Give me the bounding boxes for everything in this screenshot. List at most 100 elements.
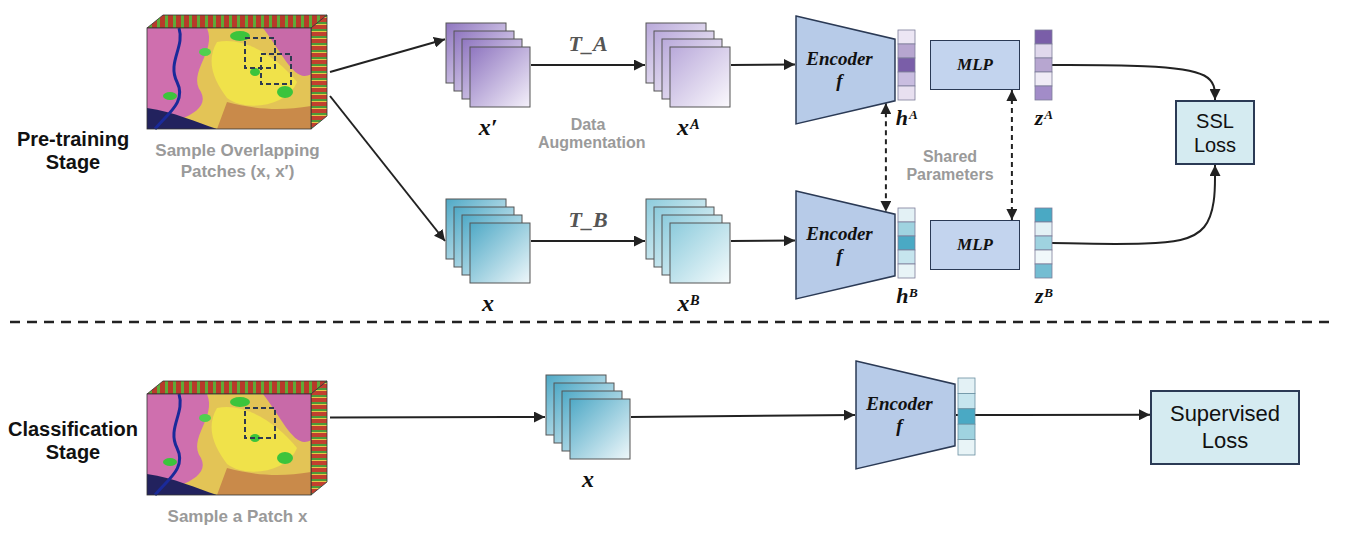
transform-label: T_B [568,207,607,233]
patch-stack-shape [445,198,531,284]
image-caption: Sample a Patch x [138,506,338,527]
vector-cell [898,72,915,86]
process-box: SSL Loss [1175,100,1255,165]
vector-label: hᴬ [896,105,917,131]
transform-label: T_A [568,31,607,57]
encoder-trapezoid-shape [855,360,956,470]
vector-cell [898,208,915,222]
hyperspectral-image [147,15,327,129]
annotation: Data Augmentation [538,116,638,152]
flow-arrow [330,39,445,72]
encoder-trapezoid: Encoder f [855,360,956,470]
process-box: Supervised Loss [1150,390,1300,465]
feature-vector-shape [898,208,915,278]
vector-cell [1035,86,1052,100]
feature-vector: hᴮ [898,208,915,278]
encoder-trapezoid-shape [795,15,896,125]
vector-label: zᴮ [1035,283,1052,309]
stage-title: Classification Stage [4,418,142,464]
patch-window [245,408,275,438]
vector-cell [898,44,915,58]
flow-arrow [731,240,795,242]
feature-vector: zᴬ [1035,30,1052,100]
box-label: Supervised Loss [1170,401,1280,454]
encoder-trapezoid [856,361,955,469]
patch-slice [570,399,630,459]
patch-label: x [582,466,594,493]
flow-arrow [531,240,645,242]
patch-slice [470,47,530,107]
feature-vector: hᴬ [898,30,915,100]
shared-parameter-link [1011,90,1013,220]
image-cube: Sample Overlapping Patches (x, x′) [145,12,330,132]
box-label: SSL Loss [1194,109,1236,157]
vector-cell [898,250,915,264]
feature-vector-shape [1035,208,1052,278]
patch-stack-shape [645,22,731,108]
patch-stack: x [445,198,531,284]
vector-cell [1035,30,1052,44]
vector-label: zᴬ [1035,105,1053,131]
process-box: MLP [930,220,1020,270]
flow-arrow [631,415,855,417]
patch-label: xᴬ [677,114,699,141]
vector-cell [1035,72,1052,86]
vector-cell [1035,208,1052,222]
encoder-trapezoid-shape [795,190,896,300]
patch-label: x [482,290,494,317]
encoder-label: Encoder f [806,48,873,92]
stage-title: Pre-training Stage [4,128,142,174]
vector-cell [898,236,915,250]
stage-separator [10,321,1336,324]
flow-arrow [330,416,545,419]
vector-cell [1035,250,1052,264]
patch-stack-shape [445,22,531,108]
vector-cell [1035,44,1052,58]
patch-stack-shape [645,198,731,284]
feature-vector-shape [898,30,915,100]
encoder-label: Encoder f [866,393,933,437]
encoder-label: Encoder f [806,223,873,267]
vector-cell [898,30,915,44]
feature-vector: zᴮ [1035,208,1052,278]
vector-cell [898,264,915,278]
patch-stack-shape [545,374,631,460]
feature-vector [958,378,975,455]
image-cube-shape [145,378,330,498]
flow-arrow [330,96,445,241]
box-label: MLP [957,55,993,75]
encoder-trapezoid: Encoder f [795,15,896,125]
shared-parameter-link [885,103,887,212]
encoder-trapezoid: Encoder f [795,190,896,300]
image-cube: Sample a Patch x [145,378,330,498]
patch-slice [470,223,530,283]
flow-arrow [1052,65,1215,100]
vector-cell [1035,58,1052,72]
vector-label: hᴮ [896,283,917,309]
encoder-trapezoid [796,191,895,299]
vector-cell [1035,264,1052,278]
process-box: MLP [930,40,1020,90]
annotation: Shared Parameters [900,148,1000,184]
patch-window [261,54,291,84]
vector-cell [898,222,915,236]
flow-arrow [956,414,1150,416]
image-cube-shape [145,12,330,132]
vector-cell [1035,222,1052,236]
image-caption: Sample Overlapping Patches (x, x′) [138,140,338,183]
vector-cell [898,58,915,72]
patch-stack: xᴬ [645,22,731,108]
patch-stack: x′ [445,22,531,108]
patch-stack: x [545,374,631,460]
patch-label: xᴮ [677,290,698,317]
vector-cell [1035,236,1052,250]
patch-slice [670,223,730,283]
vector-cell [898,86,915,100]
patch-slice [670,47,730,107]
feature-vector-shape [1035,30,1052,100]
flow-arrow [731,64,795,67]
patch-label: x′ [479,114,498,141]
box-label: MLP [957,235,993,255]
flow-arrow [531,64,645,66]
